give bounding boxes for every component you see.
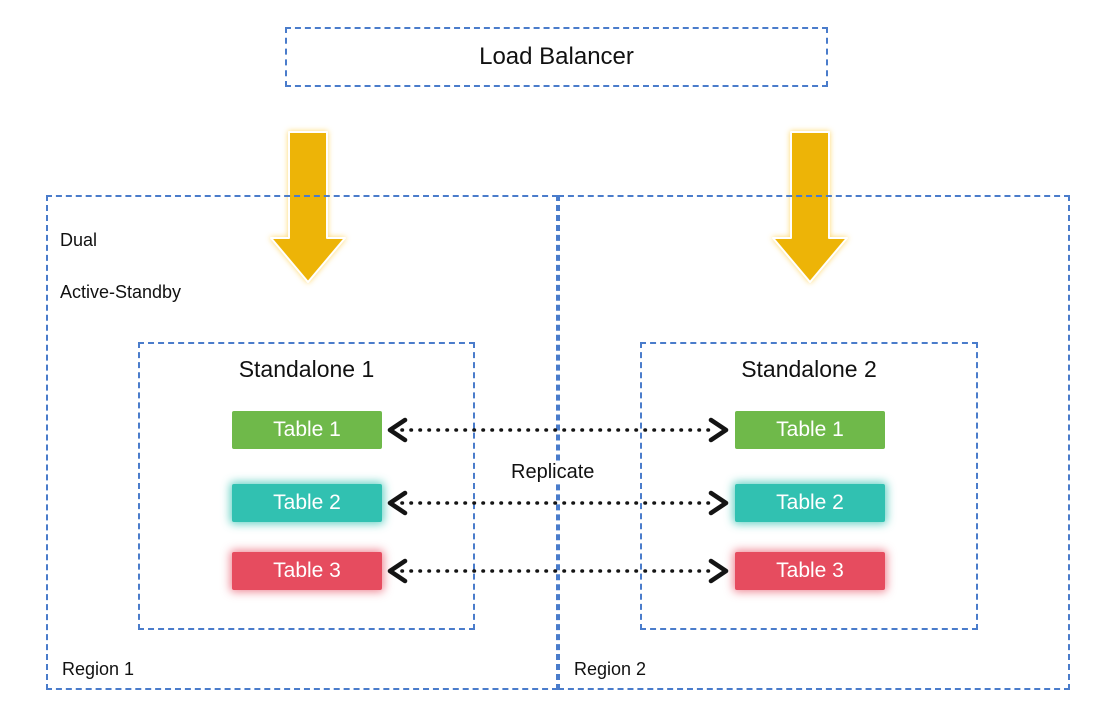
dual-active-standby-label: Dual Active-Standby	[60, 201, 181, 305]
table-3-left-label: Table 3	[273, 559, 341, 582]
standalone-2-title: Standalone 2	[741, 356, 877, 382]
mode-label-line1: Dual	[60, 230, 98, 250]
table-3-right: Table 3	[735, 552, 885, 590]
load-balancer-box: Load Balancer	[285, 27, 828, 87]
table-1-left-label: Table 1	[273, 418, 341, 441]
table-3-left: Table 3	[232, 552, 382, 590]
table-2-left: Table 2	[232, 484, 382, 522]
replicate-arrow-icon	[384, 490, 732, 516]
table-2-left-label: Table 2	[273, 491, 341, 514]
standalone-1-box: Standalone 1	[138, 342, 475, 630]
load-balancer-label: Load Balancer	[479, 43, 634, 70]
down-arrow-icon	[772, 131, 848, 284]
replicate-arrow-icon	[384, 417, 732, 443]
table-2-right-label: Table 2	[776, 491, 844, 514]
table-2-right: Table 2	[735, 484, 885, 522]
replicate-label: Replicate	[506, 461, 600, 484]
region-2-box: Region 2	[558, 195, 1070, 690]
region-1-name: Region 1	[62, 659, 135, 679]
standalone-2-box: Standalone 2	[640, 342, 978, 630]
table-1-right: Table 1	[735, 411, 885, 449]
table-1-left: Table 1	[232, 411, 382, 449]
table-3-right-label: Table 3	[776, 559, 844, 582]
region-1-box: Dual Active-Standby Region 1	[46, 195, 558, 690]
standalone-1-title: Standalone 1	[238, 356, 375, 382]
region-2-name: Region 2	[574, 659, 647, 679]
table-1-right-label: Table 1	[776, 418, 844, 441]
replicate-arrow-icon	[384, 558, 732, 584]
mode-label-line2: Active-Standby	[60, 282, 182, 302]
down-arrow-icon	[270, 131, 346, 284]
